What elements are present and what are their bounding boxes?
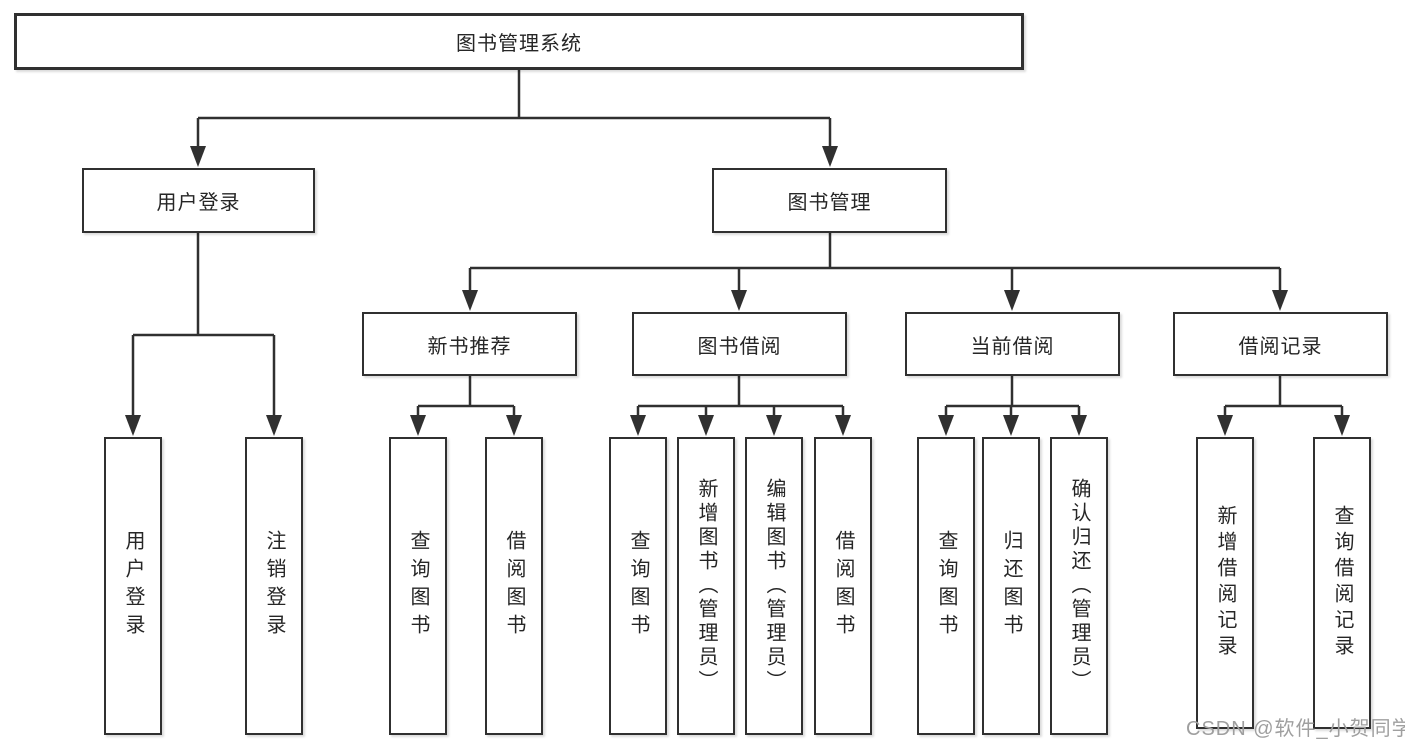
root-box: 图书管理系统 [14,13,1024,70]
section-new-book-recommend: 新书推荐 [362,312,577,376]
section-book-borrow-label: 图书借阅 [697,335,782,358]
section-book-borrow: 图书借阅 [632,312,847,376]
leaf-borrow-books-2: 借阅图书 [814,437,872,735]
leaf-borrow-books-1-label: 借阅图书 [503,530,525,642]
section-current-borrow-label: 当前借阅 [970,335,1055,358]
leaf-query-borrow-record-label: 查询借阅记录 [1331,505,1353,661]
leaf-query-books-1-label: 查询图书 [407,530,429,642]
section-borrow-records-label: 借阅记录 [1238,335,1323,358]
section-borrow-records: 借阅记录 [1173,312,1388,376]
leaf-query-books-3-label: 查询图书 [935,530,957,642]
leaf-query-books-2-label: 查询图书 [627,530,649,642]
watermark: CSDN @软件_小贺同学 [1186,718,1405,740]
leaf-user-login-label: 用户登录 [122,530,144,642]
leaf-add-borrow-record: 新增借阅记录 [1196,437,1254,729]
leaf-return-books-label: 归还图书 [1000,530,1022,642]
leaf-user-login: 用户登录 [104,437,162,735]
leaf-borrow-books-1: 借阅图书 [485,437,543,735]
section-current-borrow: 当前借阅 [905,312,1120,376]
leaf-add-book-admin: 新增图书（管理员） [677,437,735,735]
leaf-logout: 注销登录 [245,437,303,735]
branch-user-login-label: 用户登录 [156,192,241,214]
leaf-logout-label: 注销登录 [263,530,285,642]
leaf-confirm-return-admin-label: 确认归还（管理员） [1068,478,1090,694]
leaf-edit-book-admin-label: 编辑图书（管理员） [763,478,785,694]
leaf-confirm-return-admin: 确认归还（管理员） [1050,437,1108,735]
branch-book-management-label: 图书管理 [787,192,872,214]
leaf-borrow-books-2-label: 借阅图书 [832,530,854,642]
leaf-add-book-admin-label: 新增图书（管理员） [695,478,717,694]
leaf-return-books: 归还图书 [982,437,1040,735]
leaf-query-borrow-record: 查询借阅记录 [1313,437,1371,729]
leaf-edit-book-admin: 编辑图书（管理员） [745,437,803,735]
leaf-query-books-2: 查询图书 [609,437,667,735]
branch-user-login: 用户登录 [82,168,315,233]
leaf-query-books-3: 查询图书 [917,437,975,735]
leaf-query-books-1: 查询图书 [389,437,447,735]
section-new-book-recommend-label: 新书推荐 [427,335,512,358]
branch-book-management: 图书管理 [712,168,947,233]
root-label: 图书管理系统 [456,33,582,55]
leaf-add-borrow-record-label: 新增借阅记录 [1214,505,1236,661]
